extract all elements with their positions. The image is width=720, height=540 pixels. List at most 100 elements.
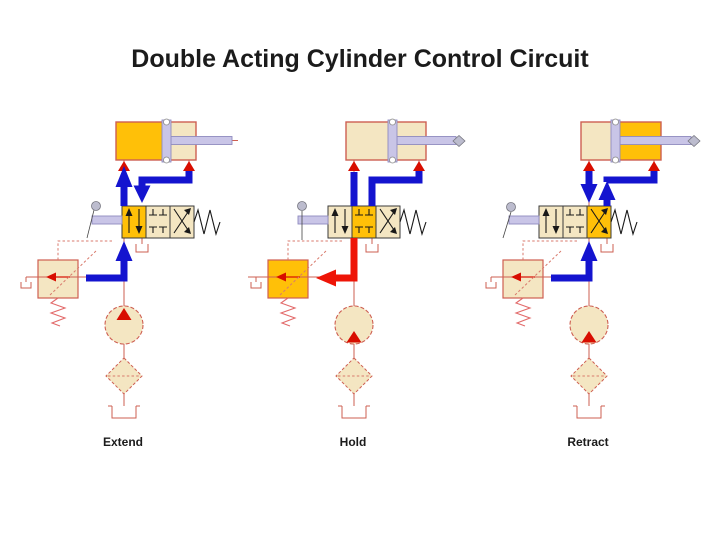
flow-blue xyxy=(551,171,658,282)
circuit-diagram-retract xyxy=(485,118,701,419)
relief-spring xyxy=(49,297,67,327)
valve-box-blocked xyxy=(145,205,171,239)
pump-flow-triangle xyxy=(346,331,362,343)
directional-valve xyxy=(86,201,221,239)
rod-end xyxy=(452,134,466,148)
rod-end xyxy=(687,134,701,148)
circuit-diagram-hold xyxy=(248,118,466,419)
circuit-extend: Extend xyxy=(8,110,241,449)
pump-flow-triangle xyxy=(581,331,597,343)
valve-box-parallel xyxy=(538,205,564,239)
lever-ball xyxy=(506,202,516,212)
valve-symbols-cross xyxy=(590,208,608,234)
piston xyxy=(610,119,621,163)
cap-chamber xyxy=(581,122,611,160)
relief-valve xyxy=(502,240,579,327)
valve-symbols-parallel xyxy=(331,208,349,234)
exhaust-icon xyxy=(250,282,262,289)
filter xyxy=(105,357,143,419)
piston-rod xyxy=(170,136,233,145)
valve-symbols-cross xyxy=(379,208,397,234)
pump xyxy=(569,305,609,358)
piston xyxy=(161,119,172,163)
relief-spring xyxy=(279,297,297,327)
valve-spring xyxy=(610,208,638,236)
valve-symbols-parallel xyxy=(125,208,143,234)
valve-symbols-cross xyxy=(173,208,191,234)
circuit-hold: Hold xyxy=(238,110,468,449)
relief-valve xyxy=(267,240,344,327)
piston-rod xyxy=(619,136,692,145)
port-arrow xyxy=(348,161,360,171)
flow-blue-static xyxy=(350,171,423,206)
port-arrow xyxy=(413,161,425,171)
piston-seal-icon xyxy=(612,118,619,126)
adjust-line xyxy=(279,250,327,296)
circuit-diagram-extend xyxy=(20,118,241,419)
valve-box-parallel xyxy=(327,205,353,239)
lever-actuator xyxy=(91,215,123,225)
circuit-label: Hold xyxy=(339,435,367,449)
relief-arrow xyxy=(46,272,56,282)
adjust-line xyxy=(49,250,97,296)
valve-box-blocked xyxy=(351,205,377,239)
flow-arrow-up xyxy=(115,241,133,261)
lever-actuator xyxy=(297,215,329,225)
directional-valve xyxy=(502,202,638,239)
piston-seal-icon xyxy=(389,118,396,126)
relief-spring xyxy=(514,297,532,327)
flow-red-relief xyxy=(316,238,358,287)
filter xyxy=(335,357,373,419)
port-arrow xyxy=(583,161,595,171)
valve-symbols-blocked xyxy=(566,209,584,233)
flow-arrow-down xyxy=(580,184,598,203)
circuit-label: Retract xyxy=(567,435,609,449)
valve-spring xyxy=(399,208,427,236)
pilot-line xyxy=(287,240,344,260)
pilot-line xyxy=(57,240,114,260)
exhaust-icon xyxy=(365,244,379,253)
relief-valve xyxy=(37,240,114,327)
circuit-label: Extend xyxy=(102,435,143,449)
valve-symbols-blocked xyxy=(149,209,167,233)
cylinder xyxy=(115,118,241,171)
valve-symbols-blocked xyxy=(355,209,373,233)
exhaust-icon xyxy=(600,244,614,253)
cylinder xyxy=(345,118,466,171)
circuit-retract: Retract xyxy=(473,110,703,449)
exhaust-icon xyxy=(135,244,149,253)
adjust-line xyxy=(514,250,562,296)
flow-arrow-up xyxy=(598,181,616,200)
piston-seal-icon xyxy=(612,156,619,164)
piston-rod xyxy=(396,136,457,145)
intake-icon xyxy=(341,406,367,419)
flow-arrow-down xyxy=(133,185,151,203)
cap-chamber xyxy=(116,122,162,160)
pump xyxy=(334,305,374,358)
filter xyxy=(570,357,608,419)
pilot-line xyxy=(522,240,579,260)
valve-box-blocked xyxy=(562,205,588,239)
flow-blue xyxy=(86,166,193,282)
piston xyxy=(387,119,398,163)
pump-flow-triangle xyxy=(116,308,132,320)
flow-arrow-up xyxy=(580,241,598,261)
lever-actuator xyxy=(508,215,540,225)
pump xyxy=(104,305,144,358)
lever-ball xyxy=(91,201,101,211)
piston-seal-icon xyxy=(389,156,396,164)
piston-seal-icon xyxy=(163,118,170,126)
piston-seal-icon xyxy=(163,156,170,164)
intake-icon xyxy=(576,406,602,419)
exhaust-icon xyxy=(20,282,32,289)
cylinder xyxy=(580,118,701,171)
valve-symbols-parallel xyxy=(542,208,560,234)
relief-arrow xyxy=(276,272,286,282)
relief-arrow xyxy=(511,272,521,282)
lever-ball xyxy=(297,201,307,211)
page-title: Double Acting Cylinder Control Circuit xyxy=(131,44,589,73)
flow-arrow-up xyxy=(115,166,133,187)
valve-box-parallel xyxy=(121,205,147,239)
flow-arrow-left xyxy=(316,269,336,287)
directional-valve xyxy=(297,201,427,240)
